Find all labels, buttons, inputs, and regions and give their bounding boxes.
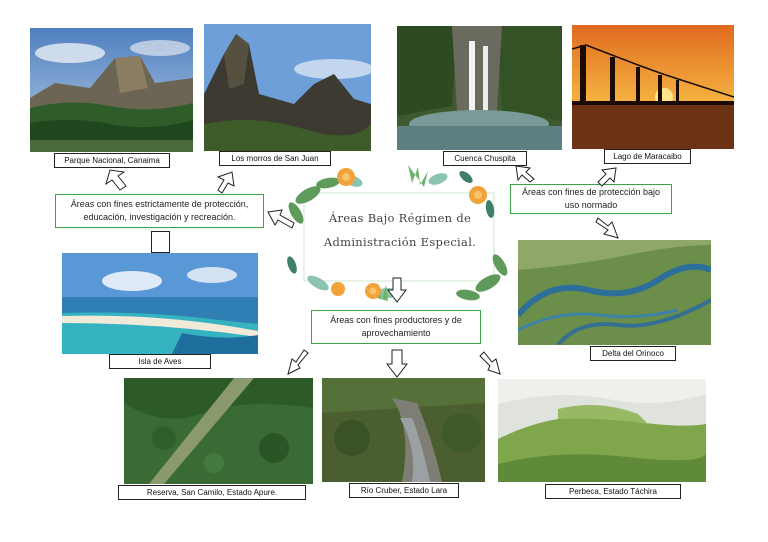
center-title: Áreas Bajo Régimen de Administración Esp… xyxy=(312,206,488,254)
caption-orinoco: Delta del Orinoco xyxy=(590,346,676,361)
caption-reserva: Reserva, San Camilo, Estado Apure. xyxy=(118,485,306,500)
caption-morros: Los morros de San Juan xyxy=(219,151,331,166)
photo-maracaibo xyxy=(572,25,734,149)
photo-morros xyxy=(204,24,371,151)
arrow-to-morros xyxy=(216,171,235,194)
caption-chuspita: Cuenca Chuspita xyxy=(443,151,527,166)
category-normed: Áreas con fines de protección bajo uso n… xyxy=(510,184,672,214)
photo-aves xyxy=(62,253,258,354)
arrow-to-canaima xyxy=(105,169,127,191)
photo-reserva xyxy=(124,378,313,484)
caption-aves: Isla de Aves xyxy=(109,354,211,369)
caption-perbeca: Perbeca, Estado Táchira xyxy=(545,484,681,499)
caption-cruber: Río Cruber, Estado Lara xyxy=(349,483,459,498)
caption-canaima: Parque Nacional, Canaima xyxy=(54,153,170,168)
category-strict: Áreas con fines estrictamente de protecc… xyxy=(55,194,264,228)
arrow-to-reserva xyxy=(287,349,309,375)
photo-orinoco xyxy=(518,240,711,345)
photo-perbeca xyxy=(498,379,706,482)
center-title-line2: Administración Especial. xyxy=(323,235,477,249)
arrow-to-cruber xyxy=(385,349,409,378)
center-title-line1: Áreas Bajo Régimen de xyxy=(328,211,472,225)
photo-chuspita xyxy=(397,26,562,150)
caption-maracaibo: Lago de Maracaibo xyxy=(604,149,691,164)
arrow-to-perbeca xyxy=(479,351,501,375)
arrow-to-chuspita xyxy=(515,165,535,183)
photo-cruber xyxy=(322,378,485,482)
photo-canaima xyxy=(30,28,193,152)
category-productive: Áreas con fines productores y de aprovec… xyxy=(311,310,481,344)
floral-wreath-frame xyxy=(287,165,508,301)
connector-block xyxy=(151,231,170,253)
arrow-to-orinoco xyxy=(595,217,619,239)
